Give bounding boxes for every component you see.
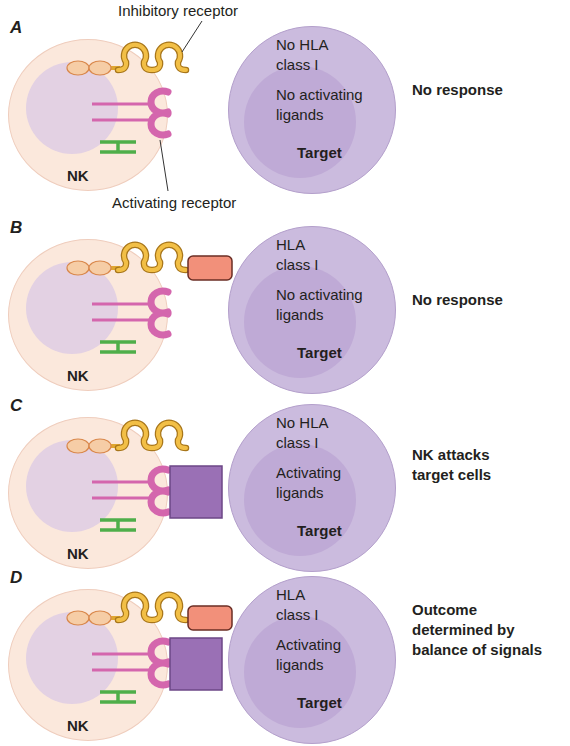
cell-name: Target [297,143,342,163]
panel-letter: C [10,396,22,416]
nk-cell: NK [8,589,168,741]
cell-name: Target [297,693,342,713]
leader-line [182,21,202,52]
cell-name: Target [297,343,342,363]
hla-status: No HLA class I [276,413,332,453]
callout-label: Activating receptor [112,193,236,213]
ligand-status: No activating ligands [276,285,381,325]
outcome-text: NK attacks target cells [412,445,512,485]
outcome-text: No response [412,80,562,100]
hla-status: HLA class I [276,585,332,625]
ligand-status: Activating ligands [276,463,381,503]
nk-cell: NK [8,39,168,191]
outcome-text: No response [412,290,562,310]
ligand-status: Activating ligands [276,635,381,675]
panel-b-hla [188,256,232,280]
callout-label: Inhibitory receptor [118,1,238,21]
cell-name: Target [297,521,342,541]
target-cell: No HLA class I No activating ligandsTarge… [228,26,396,194]
ligand-status: No activating ligands [276,85,381,125]
cell-name: NK [67,366,89,386]
outcome-text: Outcome determined by balance of signals [412,600,552,660]
panel-letter: B [10,218,22,238]
nk-cell: NK [8,239,168,391]
leader-line [160,140,168,191]
cell-name: NK [67,716,89,736]
nk-cell: NK [8,417,168,569]
panel-letter: A [10,18,22,38]
target-cell: No HLA class I Activating ligandsTarget [228,404,396,572]
target-cell: HLA class I Activating ligandsTarget [228,576,396,744]
target-cell: HLA class I No activating ligandsTarget [228,226,396,394]
panel-d-ligand [170,638,222,690]
panel-c-ligand [170,466,222,518]
hla-status: HLA class I [276,235,332,275]
hla-status: No HLA class I [276,35,332,75]
cell-name: NK [67,544,89,564]
panel-d-hla [188,606,232,630]
cell-name: NK [67,166,89,186]
panel-letter: D [10,568,22,588]
